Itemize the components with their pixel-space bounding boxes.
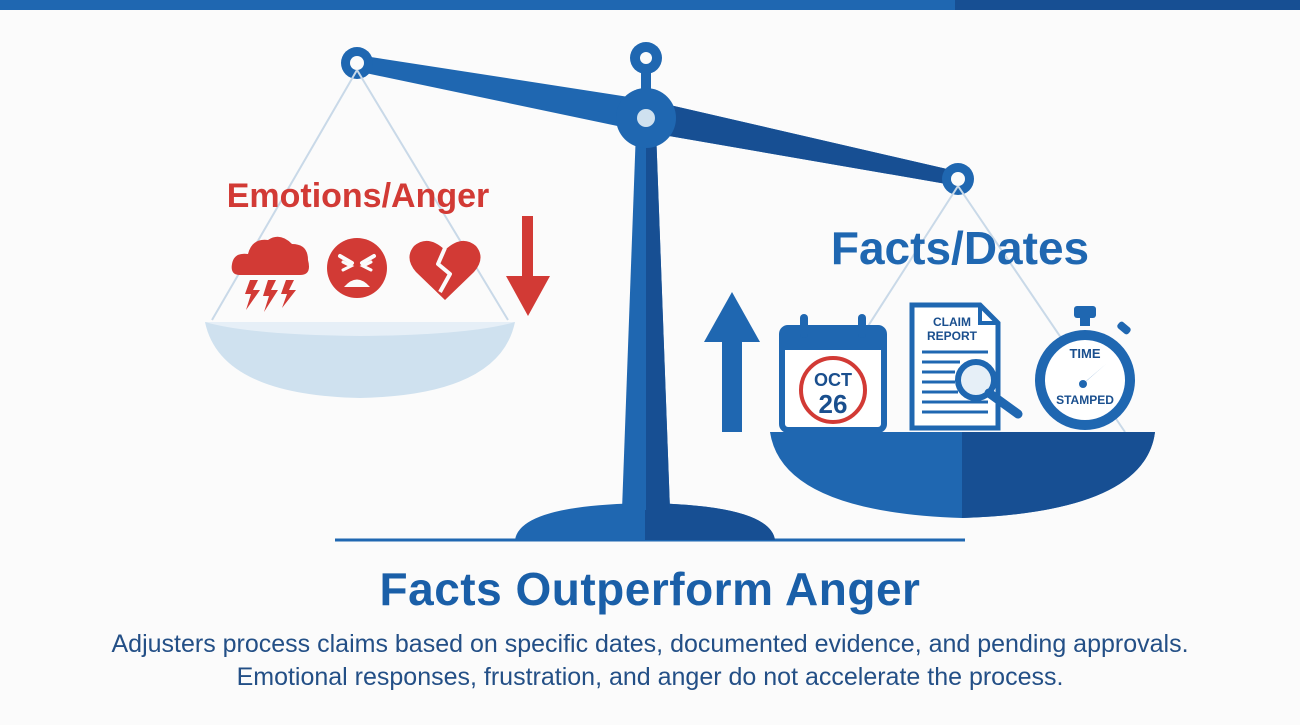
balance-scale-illustration: Emotions/Anger Facts/Dates O (205, 42, 1155, 542)
top-accent-bar (0, 0, 1300, 10)
left-pan-rim (205, 322, 515, 336)
scale-pole-shade (646, 130, 670, 510)
stopwatch-icon: TIME STAMPED (1035, 306, 1135, 430)
calendar-day: 26 (819, 389, 848, 419)
arrow-down-icon (506, 216, 550, 316)
magnifier-icon (955, 359, 997, 401)
storm-cloud-icon (231, 236, 309, 312)
scale-pivot-inner (637, 109, 655, 127)
scale-base-shade (645, 503, 775, 540)
claim-report-icon: CLAIM REPORT (909, 302, 1023, 431)
right-pan-label: Facts/Dates (831, 222, 1089, 274)
stopwatch-line1: TIME (1069, 346, 1100, 361)
claim-report-line1: CLAIM (933, 315, 971, 329)
broken-heart-icon (409, 240, 481, 300)
right-pan-shade (962, 432, 1155, 518)
scale-finial-hole (640, 52, 652, 64)
beam-end-left-hole (350, 56, 364, 70)
left-pan-label: Emotions/Anger (227, 177, 490, 215)
left-pan-strings (211, 69, 509, 321)
scale-beam-shade (646, 100, 960, 186)
arrow-up-icon (704, 292, 760, 432)
page-heading: Facts Outperform Anger (379, 563, 921, 615)
stopwatch-line2: STAMPED (1056, 393, 1114, 407)
scale-finial-stem (641, 70, 651, 100)
left-pan (205, 322, 515, 398)
calendar-icon: OCT 26 (779, 314, 887, 433)
angry-face-icon (327, 238, 387, 298)
beam-end-right-hole (951, 172, 965, 186)
calendar-month: OCT (814, 370, 852, 390)
page-description: Adjusters process claims based on specif… (111, 630, 1189, 691)
top-accent-bar-dark (955, 0, 1300, 10)
claim-report-line2: REPORT (927, 329, 978, 343)
